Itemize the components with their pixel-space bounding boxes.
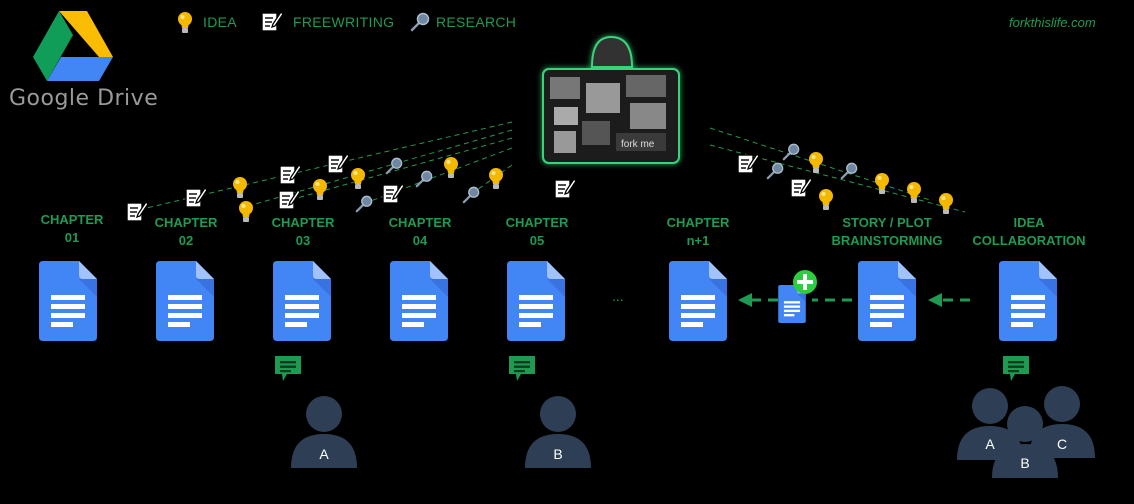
idea-icon: [818, 188, 834, 212]
idea-icon: [906, 181, 922, 205]
avatar-a-label: A: [319, 446, 329, 462]
idea-icon: [443, 156, 459, 180]
doc-chapter-05-icon[interactable]: [507, 261, 565, 341]
comment-icon: [507, 354, 537, 384]
idea-icon: [874, 172, 890, 196]
idea-icon: [312, 178, 328, 202]
freewriting-icon: [278, 188, 300, 210]
idea-icon: [488, 167, 504, 191]
doc-chapter-04-icon[interactable]: [390, 261, 448, 341]
freewriting-icon: [279, 163, 301, 185]
group-avatar-a-label: A: [985, 436, 995, 452]
idea-icon: [350, 167, 366, 191]
idea-icon: [232, 176, 248, 200]
idea-icon: [808, 151, 824, 175]
brand-name: Google Drive: [9, 86, 159, 111]
group-avatar-c-label: C: [1056, 436, 1068, 452]
freewriting-icon: [790, 176, 812, 198]
comment-icon: [273, 354, 303, 384]
doc-chapter-n-plus-1-icon[interactable]: [669, 261, 727, 341]
legend-idea-label: IDEA: [203, 14, 237, 30]
laptop-sticker-text: fork me: [621, 139, 655, 150]
google-drive-logo-icon: [33, 11, 113, 81]
doc-chapter-01-icon[interactable]: [39, 261, 97, 341]
research-icon: [766, 162, 784, 180]
legend-freewriting-label: FREEWRITING: [293, 14, 395, 30]
freewriting-icon: [554, 177, 576, 199]
doc-chapter-02-icon[interactable]: [156, 261, 214, 341]
research-icon: [355, 195, 373, 213]
research-icon: [415, 170, 433, 188]
comment-icon: [1001, 354, 1031, 384]
freewriting-icon: [327, 152, 349, 174]
doc-story-plot-icon[interactable]: [858, 261, 916, 341]
site-url: forkthislife.com: [1009, 15, 1096, 30]
idea-icon: [938, 192, 954, 216]
freewriting-icon: [382, 182, 404, 204]
freewriting-icon: [185, 186, 207, 208]
research-icon: [462, 186, 480, 204]
doc-idea-collaboration-icon[interactable]: [999, 261, 1057, 341]
author-laptop-illustration: fork me: [540, 33, 682, 165]
research-icon: [385, 157, 403, 175]
research-icon: [840, 162, 858, 180]
group-avatar-b-label: B: [1020, 455, 1030, 471]
freewriting-icon: [737, 152, 759, 174]
legend-research-label: RESEARCH: [436, 14, 517, 30]
ellipsis: ...: [612, 288, 624, 304]
plus-icon: [793, 270, 817, 294]
research-icon: [782, 143, 800, 161]
avatar-b-label: B: [553, 446, 563, 462]
doc-chapter-03-icon[interactable]: [273, 261, 331, 341]
